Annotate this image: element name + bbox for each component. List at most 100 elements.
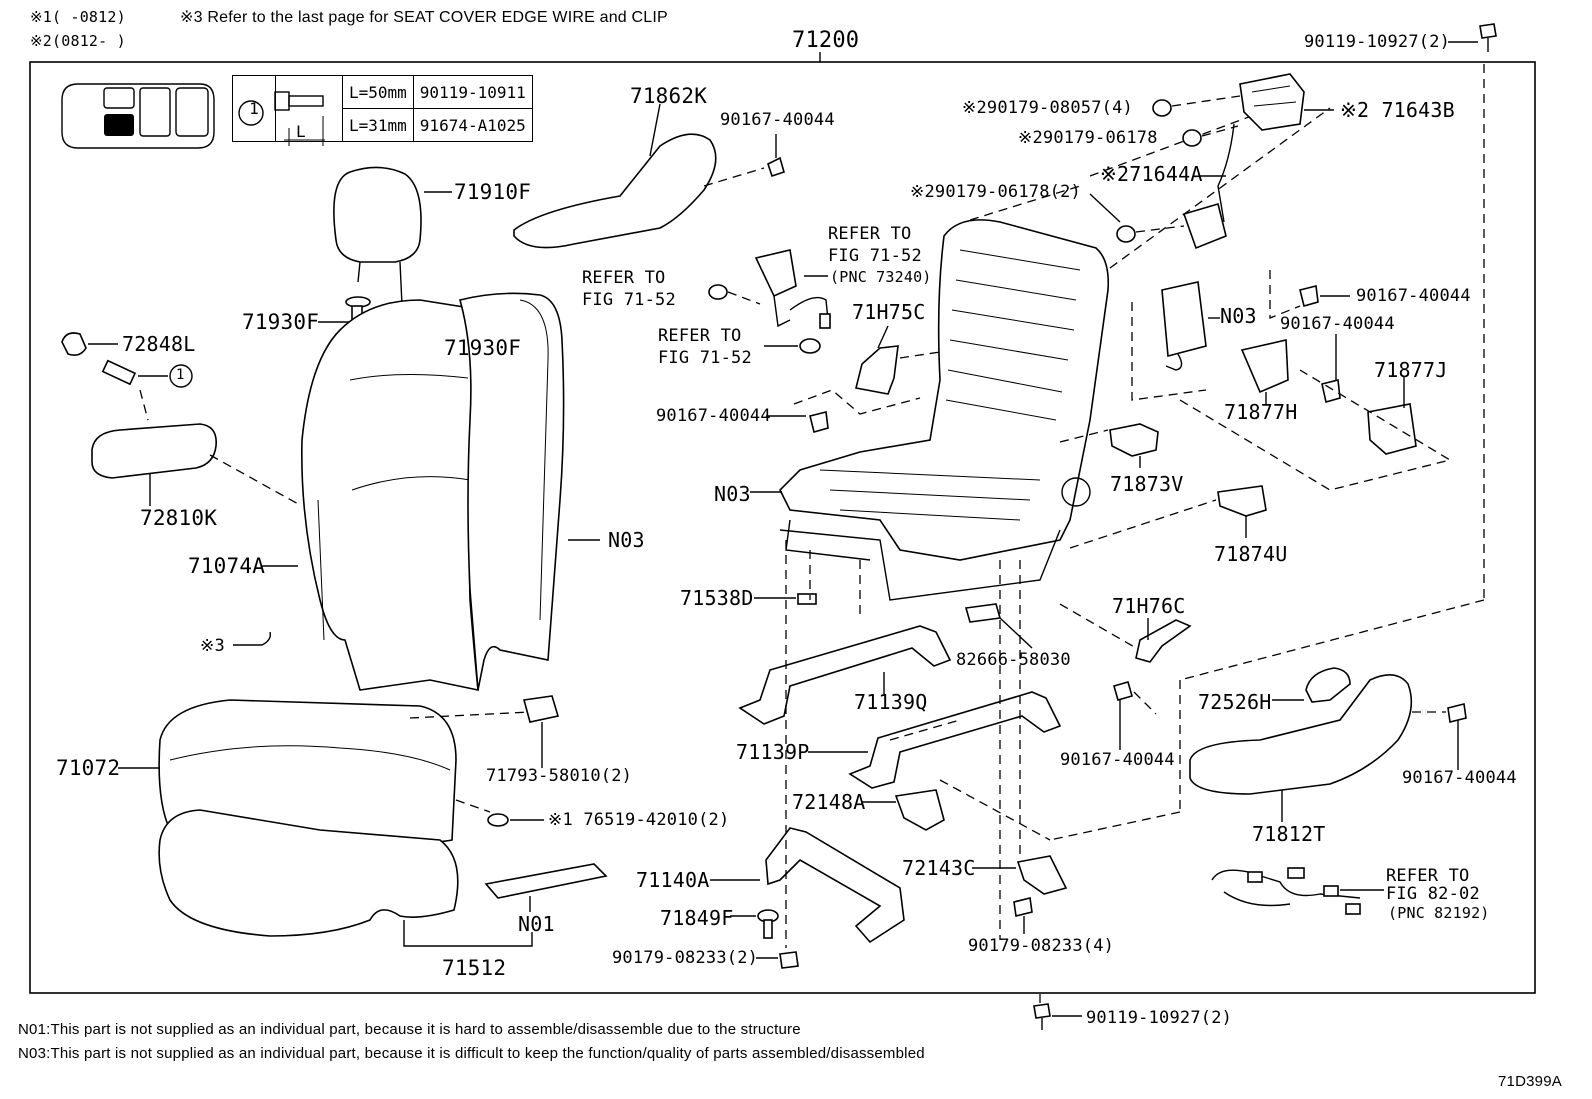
- label-90179-08233-b[interactable]: 90179-08233(4): [968, 936, 1115, 956]
- label-72810K[interactable]: 72810K: [140, 506, 218, 530]
- label-72143C[interactable]: 72143C: [902, 856, 976, 880]
- label-refer-c1[interactable]: REFER TO: [658, 326, 742, 346]
- motor-71644A: [1182, 123, 1235, 250]
- label-90119-10927-top[interactable]: 90119-10927(2): [1304, 32, 1451, 52]
- bolt-71849F: [757, 909, 779, 939]
- label-76519[interactable]: ※1 76519-42010(2): [548, 810, 730, 830]
- armrest-cap-72848L: [61, 332, 87, 356]
- label-note3-wire[interactable]: ※3: [200, 636, 225, 656]
- nut-90179-08233-a: [779, 951, 799, 969]
- label-71877J[interactable]: 71877J: [1374, 358, 1448, 382]
- label-71862K[interactable]: 71862K: [630, 84, 708, 108]
- bracket-72143C: [1016, 855, 1068, 895]
- side-shield-71862K: [513, 133, 717, 249]
- seatbelt-buckle: [754, 249, 831, 329]
- label-72148A[interactable]: 72148A: [792, 790, 866, 814]
- label-71930F-a[interactable]: 71930F: [242, 310, 320, 334]
- label-refer-b2[interactable]: FIG 71-52: [582, 290, 676, 310]
- bolt-spec-table: 1 L L=50mm 90119-10911 L=31mm 91674-A102…: [232, 75, 533, 142]
- label-71139Q[interactable]: 71139Q: [854, 690, 928, 714]
- label-71849F[interactable]: 71849F: [660, 906, 734, 930]
- label-71793[interactable]: 71793-58010(2): [486, 766, 633, 786]
- nut-90179-06178-2: [1116, 225, 1136, 243]
- bracket-71643B: [1239, 73, 1305, 131]
- label-71643B[interactable]: ※2 71643B: [1340, 98, 1455, 122]
- bolt-90119-10927-top: [1479, 23, 1497, 52]
- label-71930F-b[interactable]: 71930F: [444, 336, 522, 360]
- footnote-N03: N03:This part is not supplied as an indi…: [18, 1045, 925, 1062]
- assembly-number: 71200: [792, 28, 860, 53]
- label-72848L[interactable]: 72848L: [122, 332, 196, 356]
- label-90179-06178[interactable]: ※290179-06178: [1018, 128, 1158, 148]
- label-90179-08057[interactable]: ※290179-08057(4): [962, 98, 1133, 118]
- label-71874U[interactable]: 71874U: [1214, 542, 1288, 566]
- nut-90179-08233-b: [1013, 897, 1033, 917]
- label-refer-d1[interactable]: REFER TO: [1386, 866, 1470, 886]
- armrest-bolt: [101, 359, 137, 386]
- label-71512[interactable]: 71512: [442, 956, 507, 980]
- cover-71877H: [1240, 339, 1289, 394]
- label-refer-a1[interactable]: REFER TO: [828, 224, 912, 244]
- label-90179-06178-2[interactable]: ※290179-06178(2): [910, 182, 1081, 202]
- label-refer-a3[interactable]: (PNC 73240): [830, 268, 932, 286]
- label-N03-seatback[interactable]: N03: [608, 528, 645, 552]
- nut-c: [799, 338, 821, 354]
- label-71644A[interactable]: ※271644A: [1100, 162, 1203, 186]
- bolt-dimension-cell: L: [275, 75, 343, 142]
- screw-a: [767, 156, 785, 178]
- pin-76519: [487, 813, 509, 827]
- label-90167-40044-d[interactable]: 90167-40044: [1280, 314, 1395, 334]
- seat-rail-71139P: [848, 691, 1062, 789]
- bolt-part-1: 90119-10911: [412, 75, 533, 109]
- label-71072[interactable]: 71072: [56, 756, 121, 780]
- label-82666[interactable]: 82666-58030: [956, 650, 1071, 670]
- bolt-dimension-label: L: [296, 122, 306, 141]
- cover-71877J: [1367, 403, 1417, 455]
- seat-cushion-pad-71512: [158, 809, 459, 937]
- label-71H75C[interactable]: 71H75C: [852, 300, 926, 324]
- label-90179-08233-a[interactable]: 90179-08233(2): [612, 948, 759, 968]
- label-90119-10927-bot[interactable]: 90119-10927(2): [1086, 1008, 1233, 1028]
- screw-g: [1113, 681, 1133, 701]
- label-90167-40044-a[interactable]: 90167-40044: [720, 110, 835, 130]
- seat-rail-71139Q: [738, 625, 952, 725]
- nut-b: [708, 284, 728, 300]
- nut-90179-06178: [1182, 129, 1202, 147]
- label-71074A[interactable]: 71074A: [188, 554, 266, 578]
- nut-90179-08057: [1152, 99, 1172, 117]
- bolt-ref-cell: 1: [232, 75, 276, 142]
- header-note-2: ※2(0812- ): [30, 32, 126, 50]
- label-N03-frame[interactable]: N03: [714, 482, 751, 506]
- label-N01[interactable]: N01: [518, 912, 555, 936]
- label-71812T[interactable]: 71812T: [1252, 822, 1326, 846]
- label-71877H[interactable]: 71877H: [1224, 400, 1298, 424]
- label-90167-40044-b[interactable]: 90167-40044: [656, 406, 771, 426]
- label-71873V[interactable]: 71873V: [1110, 472, 1184, 496]
- screw-e: [1299, 285, 1319, 307]
- cover-71H76C: [1135, 619, 1192, 663]
- label-90167-40044-f[interactable]: 90167-40044: [1402, 768, 1517, 788]
- label-71538D[interactable]: 71538D: [680, 586, 754, 610]
- figure-code: 71D399A: [1498, 1073, 1562, 1090]
- bolt-length-1: L=50mm: [342, 75, 414, 109]
- footnote-N01: N01:This part is not supplied as an indi…: [18, 1021, 801, 1038]
- label-72526H[interactable]: 72526H: [1198, 690, 1272, 714]
- label-90167-40044-c[interactable]: 90167-40044: [1356, 286, 1471, 306]
- label-refer-d2[interactable]: FIG 82-02: [1386, 884, 1480, 904]
- seatback-pad-N03: [459, 292, 565, 691]
- label-refer-b1[interactable]: REFER TO: [582, 268, 666, 288]
- bolt-90119-10927-bot: [1033, 1003, 1051, 1030]
- label-N03-airbag[interactable]: N03: [1220, 304, 1257, 328]
- label-71H76C[interactable]: 71H76C: [1112, 594, 1186, 618]
- label-refer-a2[interactable]: FIG 71-52: [828, 246, 922, 266]
- armrest-72810K: [91, 423, 217, 479]
- label-refer-c2[interactable]: FIG 71-52: [658, 348, 752, 368]
- header-note-3: ※3 Refer to the last page for SEAT COVER…: [180, 9, 668, 26]
- label-71139P[interactable]: 71139P: [736, 740, 810, 764]
- label-71910F[interactable]: 71910F: [454, 180, 532, 204]
- bolt-part-2: 91674-A1025: [412, 108, 533, 142]
- label-71140A[interactable]: 71140A: [636, 868, 710, 892]
- wire-harness-82192: [1211, 867, 1361, 915]
- label-90167-40044-e[interactable]: 90167-40044: [1060, 750, 1175, 770]
- label-refer-d3[interactable]: (PNC 82192): [1388, 904, 1490, 922]
